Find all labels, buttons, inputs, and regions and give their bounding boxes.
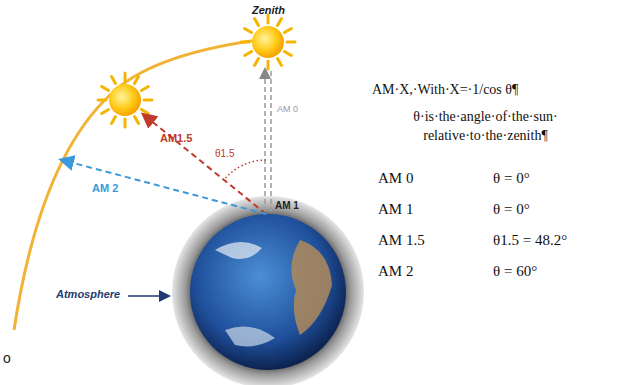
table-cell: θ = 60° (493, 263, 537, 280)
sun-ray (284, 29, 291, 33)
sun-ray (141, 110, 148, 114)
sun-ray (102, 110, 109, 114)
sun-ray (135, 77, 139, 84)
sun-ray (278, 58, 282, 65)
sun-ray (267, 61, 270, 69)
table-cell: θ1.5 = 48.2° (493, 232, 567, 249)
sun-ray (98, 99, 106, 102)
table-cell: AM 0 (378, 170, 413, 187)
sun-ray (245, 52, 252, 56)
sun-ray (284, 52, 291, 56)
table-cell: θ = 0° (493, 201, 530, 218)
am0-ray (270, 70, 272, 212)
sun-ray (278, 19, 282, 26)
sun-ray (112, 116, 116, 123)
angle-arc (224, 160, 266, 180)
am15-ray (144, 115, 266, 214)
sun-ray (135, 116, 139, 123)
am-label: AM1.5 (160, 132, 192, 145)
table-cell: AM 1 (378, 201, 413, 218)
sun-ray (124, 119, 127, 127)
sun-ray (112, 77, 116, 84)
am-label: AM 1 (275, 200, 299, 212)
sun-ray (245, 29, 252, 33)
table-cell: AM 2 (378, 263, 413, 280)
cloud (225, 326, 275, 346)
table-cell: θ = 0° (493, 170, 530, 187)
atmosphere-label: Atmosphere (56, 288, 120, 301)
am0-ray (264, 70, 266, 212)
atmosphere-pointer (128, 295, 168, 297)
am-label: AM 2 (92, 182, 118, 195)
table-cell: AM 1.5 (378, 232, 425, 249)
angle-label: θ1.5 (215, 148, 234, 160)
cloud (215, 242, 262, 259)
sun-ray (267, 15, 270, 23)
sun-ray (141, 87, 148, 91)
sun (109, 84, 141, 116)
sun-ray (255, 19, 259, 26)
sun-ray (124, 73, 127, 81)
earth (190, 214, 346, 370)
stray-mark: o (3, 350, 11, 366)
sun-ray (255, 58, 259, 65)
formula-text: AM·X,·With·X=·1/cos θ¶ (372, 82, 518, 98)
zenith-label: Zenith (252, 4, 285, 17)
am2-ray (62, 160, 266, 214)
note-text: θ·is·the·angle·of·the·sun· relative·to·t… (368, 108, 603, 146)
atmosphere (172, 196, 364, 385)
continent (291, 240, 332, 335)
sun-ray (102, 87, 109, 91)
sun (252, 26, 284, 58)
sun-ray (241, 41, 249, 44)
sun-ray (287, 41, 295, 44)
sun-ray (144, 99, 152, 102)
am-label: AM 0 (277, 104, 298, 114)
